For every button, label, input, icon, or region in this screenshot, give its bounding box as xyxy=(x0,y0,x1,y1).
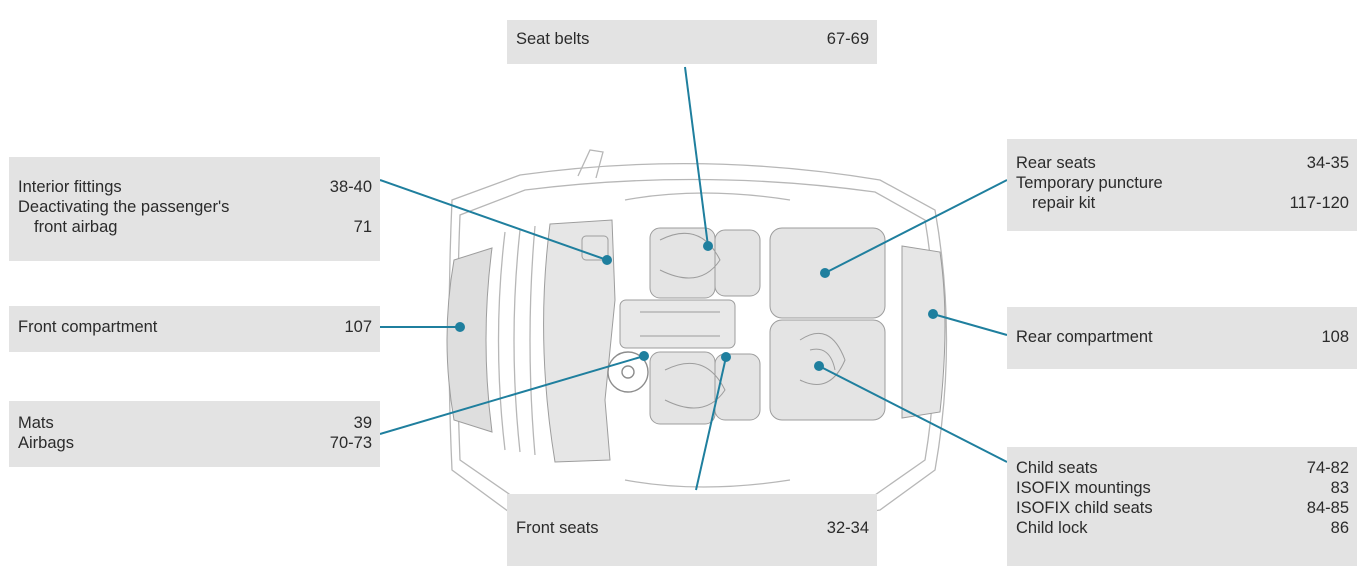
callout-label: Seat belts xyxy=(516,30,590,48)
callout-label: ISOFIX mountings xyxy=(1016,479,1151,497)
dot-airbags xyxy=(639,351,649,361)
callout-page: 67-69 xyxy=(826,30,869,48)
callout-front-compartment: Front compartment 107 xyxy=(9,306,380,352)
callout-row[interactable]: Front compartment 107 xyxy=(18,317,372,337)
callout-page: 86 xyxy=(1330,519,1349,537)
callout-label: Deactivating the passenger's xyxy=(18,198,230,216)
car-center-console xyxy=(619,299,736,349)
callout-row[interactable]: Seat belts 67-69 xyxy=(516,29,869,49)
callout-row[interactable]: Interior fittings 38-40 xyxy=(18,177,372,197)
callout-label: ISOFIX child seats xyxy=(1016,499,1153,517)
callout-label: Rear seats xyxy=(1016,154,1096,172)
callout-label: Child lock xyxy=(1016,519,1088,537)
callout-label: front airbag xyxy=(34,218,118,236)
callout-page: 34-35 xyxy=(1306,154,1349,172)
callout-row[interactable]: ISOFIX mountings 83 xyxy=(1016,478,1349,498)
callout-seat-belts: Seat belts 67-69 xyxy=(507,20,877,64)
callout-page: 84-85 xyxy=(1306,499,1349,517)
callout-label: Child seats xyxy=(1016,459,1098,477)
callout-rear-seats: Rear seats 34-35 Temporary puncture repa… xyxy=(1007,139,1357,231)
callout-rear-compartment: Rear compartment 108 xyxy=(1007,307,1357,369)
car-steering-wheel xyxy=(607,351,649,393)
dot-front-seats xyxy=(721,352,731,362)
callout-row[interactable]: front airbag 71 xyxy=(18,217,372,237)
callout-mats-airbags: Mats 39 Airbags 70-73 xyxy=(9,401,380,467)
callout-row[interactable]: Rear compartment 108 xyxy=(1016,327,1349,347)
callout-front-seats: Front seats 32-34 xyxy=(507,494,877,566)
callout-row[interactable]: repair kit 117-120 xyxy=(1016,193,1349,213)
callout-row[interactable]: Deactivating the passenger's xyxy=(18,197,372,217)
car-front-compartment xyxy=(446,247,493,433)
callout-row[interactable]: Rear seats 34-35 xyxy=(1016,153,1349,173)
callout-row[interactable]: Temporary puncture xyxy=(1016,173,1349,193)
callout-row[interactable]: ISOFIX child seats 84-85 xyxy=(1016,498,1349,518)
callout-page: 108 xyxy=(1321,328,1349,346)
callout-child-seats: Child seats 74-82 ISOFIX mountings 83 IS… xyxy=(1007,447,1357,566)
callout-label: Temporary puncture xyxy=(1016,174,1163,192)
dot-interior-fittings xyxy=(602,255,612,265)
car-rear-compartment xyxy=(901,245,946,419)
callout-row[interactable]: Child lock 86 xyxy=(1016,518,1349,538)
callout-page: 117-120 xyxy=(1289,194,1349,212)
dot-rear-compartment xyxy=(928,309,938,319)
callout-row[interactable]: Airbags 70-73 xyxy=(18,433,372,453)
callout-label: Rear compartment xyxy=(1016,328,1153,346)
callout-row[interactable]: Front seats 32-34 xyxy=(516,518,869,538)
callout-label: Mats xyxy=(18,414,54,432)
callout-row[interactable]: Child seats 74-82 xyxy=(1016,458,1349,478)
car-front-seats xyxy=(649,227,761,425)
leader-lines xyxy=(379,66,1008,491)
callout-page: 38-40 xyxy=(329,178,372,196)
callout-page: 70-73 xyxy=(329,434,372,452)
dot-rear-seats xyxy=(820,268,830,278)
callout-page: 71 xyxy=(353,218,372,236)
dot-front-compartment xyxy=(455,322,465,332)
callout-label: Interior fittings xyxy=(18,178,122,196)
callout-page: 32-34 xyxy=(826,519,869,537)
callout-page: 83 xyxy=(1330,479,1349,497)
callout-page: 39 xyxy=(353,414,372,432)
callout-page: 107 xyxy=(344,318,372,336)
callout-row[interactable]: Mats 39 xyxy=(18,413,372,433)
callout-page: 74-82 xyxy=(1306,459,1349,477)
callout-label: Front seats xyxy=(516,519,599,537)
callout-label: Front compartment xyxy=(18,318,158,336)
callout-dots xyxy=(455,241,938,371)
callout-interior-fittings: Interior fittings 38-40 Deactivating the… xyxy=(9,157,380,261)
callout-label: repair kit xyxy=(1032,194,1096,212)
dot-child-seats xyxy=(814,361,824,371)
callout-label: Airbags xyxy=(18,434,74,452)
dot-seat-belts xyxy=(703,241,713,251)
